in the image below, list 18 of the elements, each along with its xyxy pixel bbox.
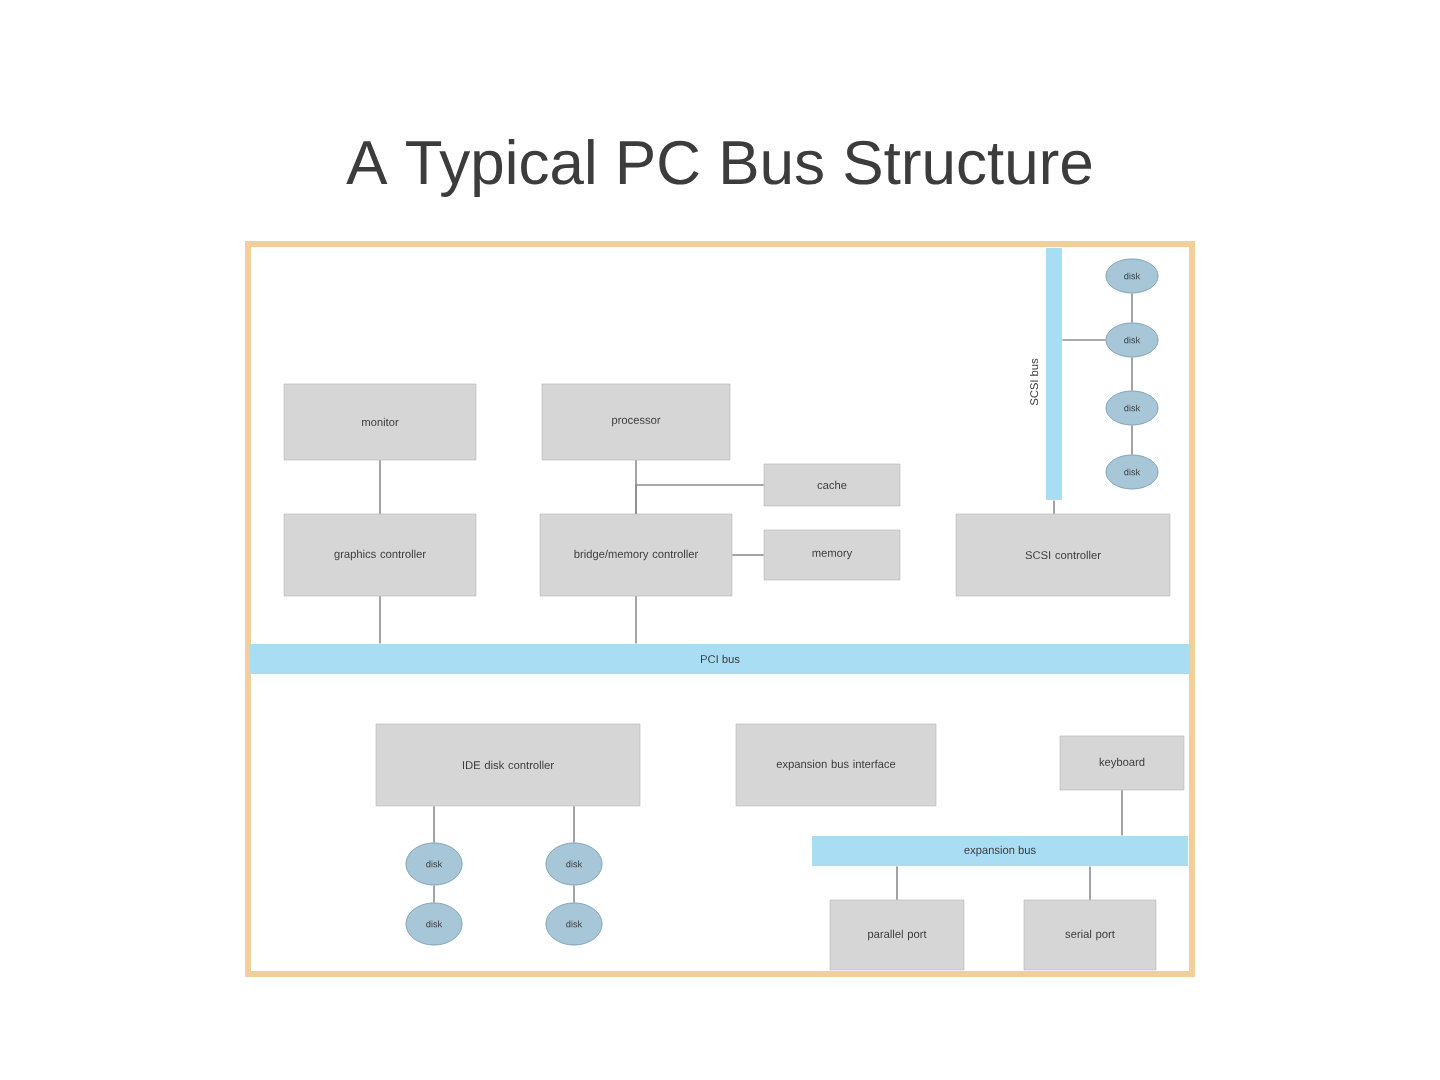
connector-line xyxy=(433,805,435,844)
connector-line xyxy=(573,805,575,844)
connector-line xyxy=(1131,356,1133,392)
connector-line xyxy=(1131,424,1133,456)
connector-line xyxy=(635,595,637,645)
connector-line xyxy=(1061,339,1107,341)
connector-line xyxy=(1131,292,1133,324)
connector-line xyxy=(573,884,575,904)
connector-line xyxy=(1053,499,1055,515)
connector-line xyxy=(379,595,381,645)
connector-line xyxy=(1089,865,1091,901)
connector-line xyxy=(731,554,765,556)
title: A Typical PC Bus Structure xyxy=(346,139,1092,197)
connector-line xyxy=(896,865,898,901)
connector-line xyxy=(635,484,765,515)
connector-line xyxy=(379,459,381,515)
connector-line xyxy=(433,884,435,904)
connector-line xyxy=(1121,789,1123,837)
